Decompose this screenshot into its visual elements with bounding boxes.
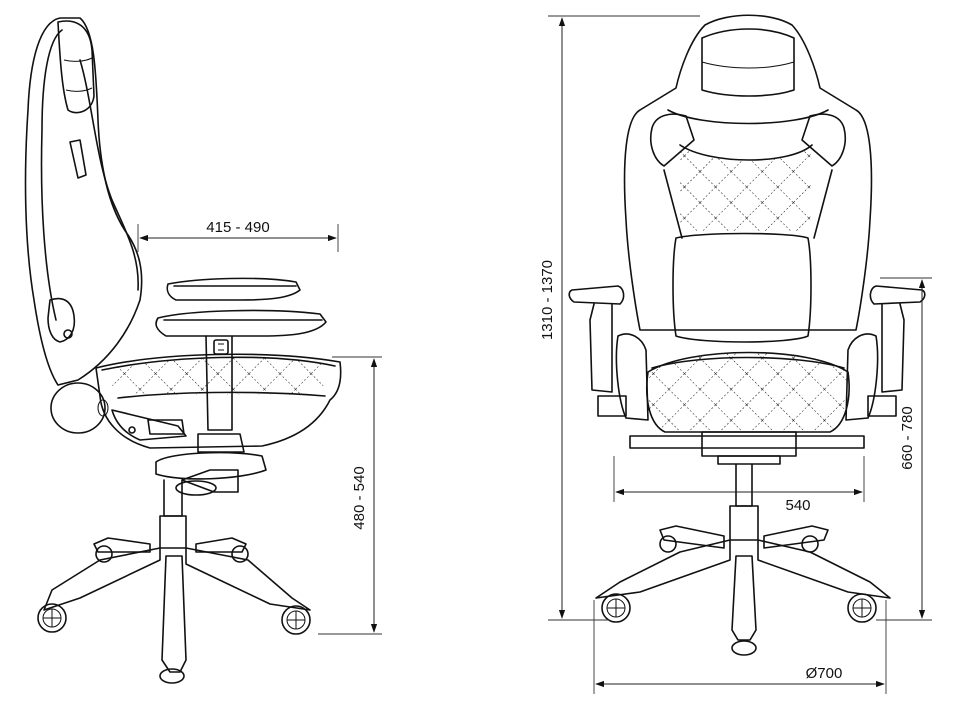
dimension-base-diameter: Ø700 [593, 600, 887, 694]
dimension-total-height: 1310 - 1370 [539, 15, 700, 621]
side-caster-front-left [37, 603, 67, 633]
front-view-chair [568, 14, 926, 656]
side-caster-back-left [95, 545, 113, 563]
depth-label: 415 - 490 [206, 219, 269, 236]
dimension-armrest-height: 660 - 780 [876, 277, 932, 621]
total-height-label: 1310 - 1370 [539, 260, 556, 340]
side-caster-back-right [231, 545, 249, 563]
seat-height-label: 480 - 540 [351, 466, 368, 529]
front-caster-center [731, 640, 757, 656]
dimension-seat-height: 480 - 540 [318, 356, 382, 635]
armrest-height-label: 660 - 780 [899, 406, 916, 469]
dimension-depth: 415 - 490 [137, 219, 339, 252]
side-caster-front-right [281, 605, 311, 635]
seat-width-label: 540 [785, 497, 810, 514]
base-diameter-label: Ø700 [806, 665, 843, 682]
side-view-chair [24, 17, 342, 684]
dimension-seat-width: 540 [613, 456, 865, 514]
front-caster-right [847, 593, 877, 623]
front-caster-back-right [801, 535, 819, 553]
front-caster-back-left [659, 535, 677, 553]
front-caster-left [601, 593, 631, 623]
side-caster-center [159, 668, 185, 684]
